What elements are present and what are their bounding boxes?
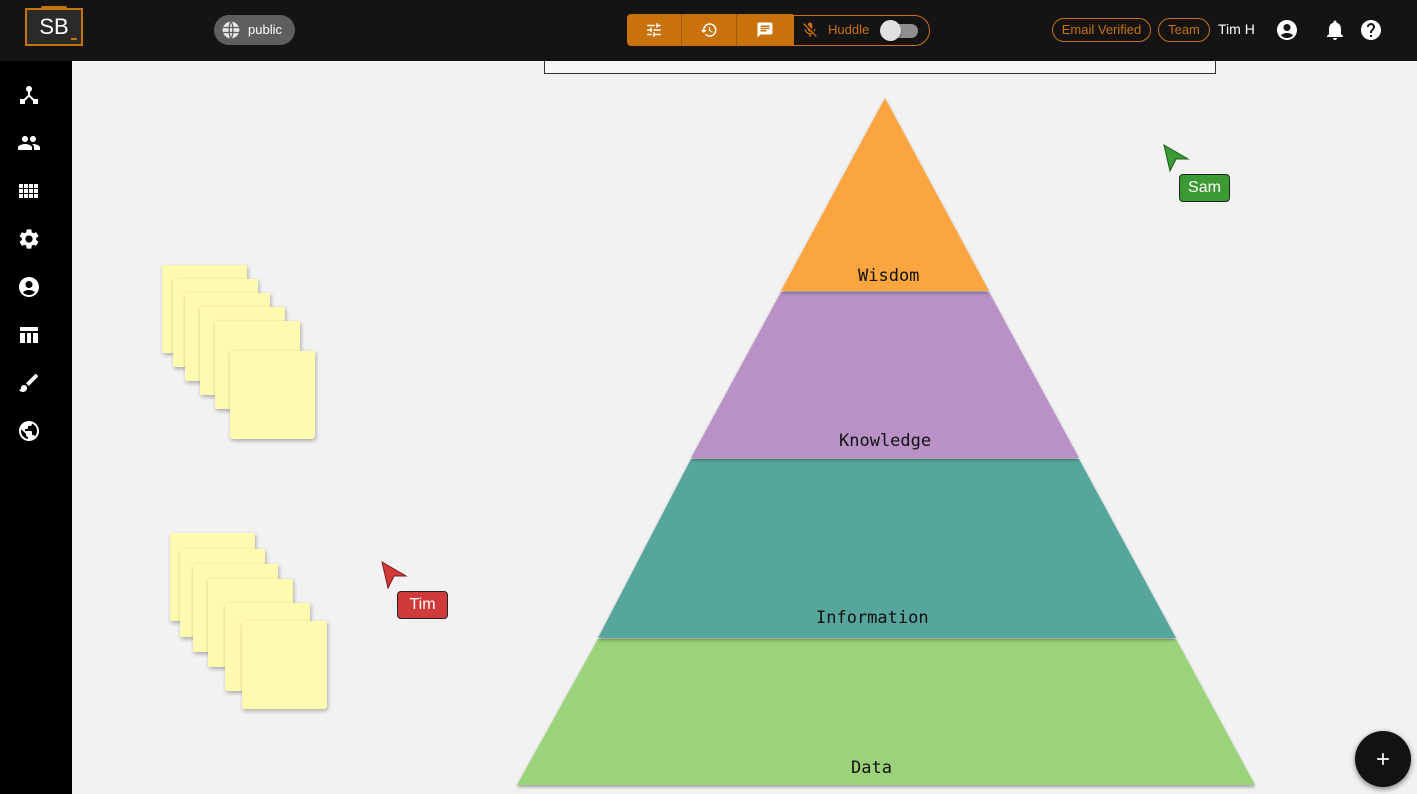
- toolbar-group: [627, 14, 793, 46]
- account-circle-icon[interactable]: [1275, 18, 1299, 42]
- left-sidebar: [0, 61, 72, 794]
- sticky-note[interactable]: [230, 351, 315, 439]
- information-label: Information: [816, 608, 929, 628]
- brush-icon[interactable]: [17, 371, 41, 395]
- globe-icon: [222, 21, 240, 39]
- logo-text: SB: [39, 14, 69, 39]
- frame-element[interactable]: [544, 61, 1216, 74]
- huddle-label: Huddle: [828, 22, 870, 37]
- graph-icon[interactable]: [17, 83, 41, 107]
- plus-icon: [1377, 753, 1389, 765]
- history-button[interactable]: [682, 14, 737, 46]
- settings-sliders-button[interactable]: [627, 14, 682, 46]
- pyramid-layer-data[interactable]: [517, 639, 1255, 785]
- team-badge[interactable]: Team: [1158, 18, 1210, 42]
- table-icon[interactable]: [17, 323, 41, 347]
- whiteboard-canvas[interactable]: Wisdom Knowledge Information Data Sam Ti…: [72, 61, 1417, 794]
- app-logo[interactable]: SB: [25, 6, 83, 46]
- top-bar: SB public Huddle Email Verified Team Tim…: [0, 0, 1417, 61]
- mic-off-icon: [803, 22, 817, 37]
- visibility-toggle[interactable]: public: [214, 15, 295, 45]
- pyramid-layer-wisdom[interactable]: [781, 98, 989, 291]
- sliders-icon: [647, 23, 661, 37]
- tim-cursor-icon: [381, 560, 408, 590]
- chat-button[interactable]: [737, 14, 792, 46]
- visibility-label: public: [248, 22, 282, 37]
- cursor-label-sam: Sam: [1179, 174, 1230, 202]
- pyramid-layer-information[interactable]: [598, 459, 1176, 638]
- chat-icon: [757, 22, 772, 38]
- account-icon[interactable]: [17, 275, 41, 299]
- dikw-pyramid[interactable]: [72, 61, 1417, 794]
- apps-grid-icon[interactable]: [17, 179, 41, 203]
- email-verified-badge[interactable]: Email Verified: [1052, 18, 1151, 42]
- sam-cursor-icon: [1163, 143, 1190, 173]
- data-label: Data: [851, 758, 892, 778]
- sticky-note[interactable]: [242, 621, 327, 709]
- cursor-label-tim: Tim: [397, 591, 448, 619]
- knowledge-label: Knowledge: [839, 431, 932, 451]
- wisdom-label: Wisdom: [858, 266, 920, 286]
- settings-gear-icon[interactable]: [17, 227, 41, 251]
- huddle-control[interactable]: Huddle: [793, 15, 930, 46]
- user-name[interactable]: Tim H: [1218, 21, 1255, 37]
- people-icon[interactable]: [17, 131, 41, 155]
- help-icon[interactable]: [1359, 18, 1383, 42]
- globe-icon[interactable]: [17, 419, 41, 443]
- notifications-bell-icon[interactable]: [1323, 18, 1347, 42]
- pyramid-layer-knowledge[interactable]: [691, 292, 1079, 458]
- history-icon: [700, 23, 717, 37]
- add-button[interactable]: [1355, 731, 1411, 787]
- huddle-switch-knob[interactable]: [880, 20, 901, 41]
